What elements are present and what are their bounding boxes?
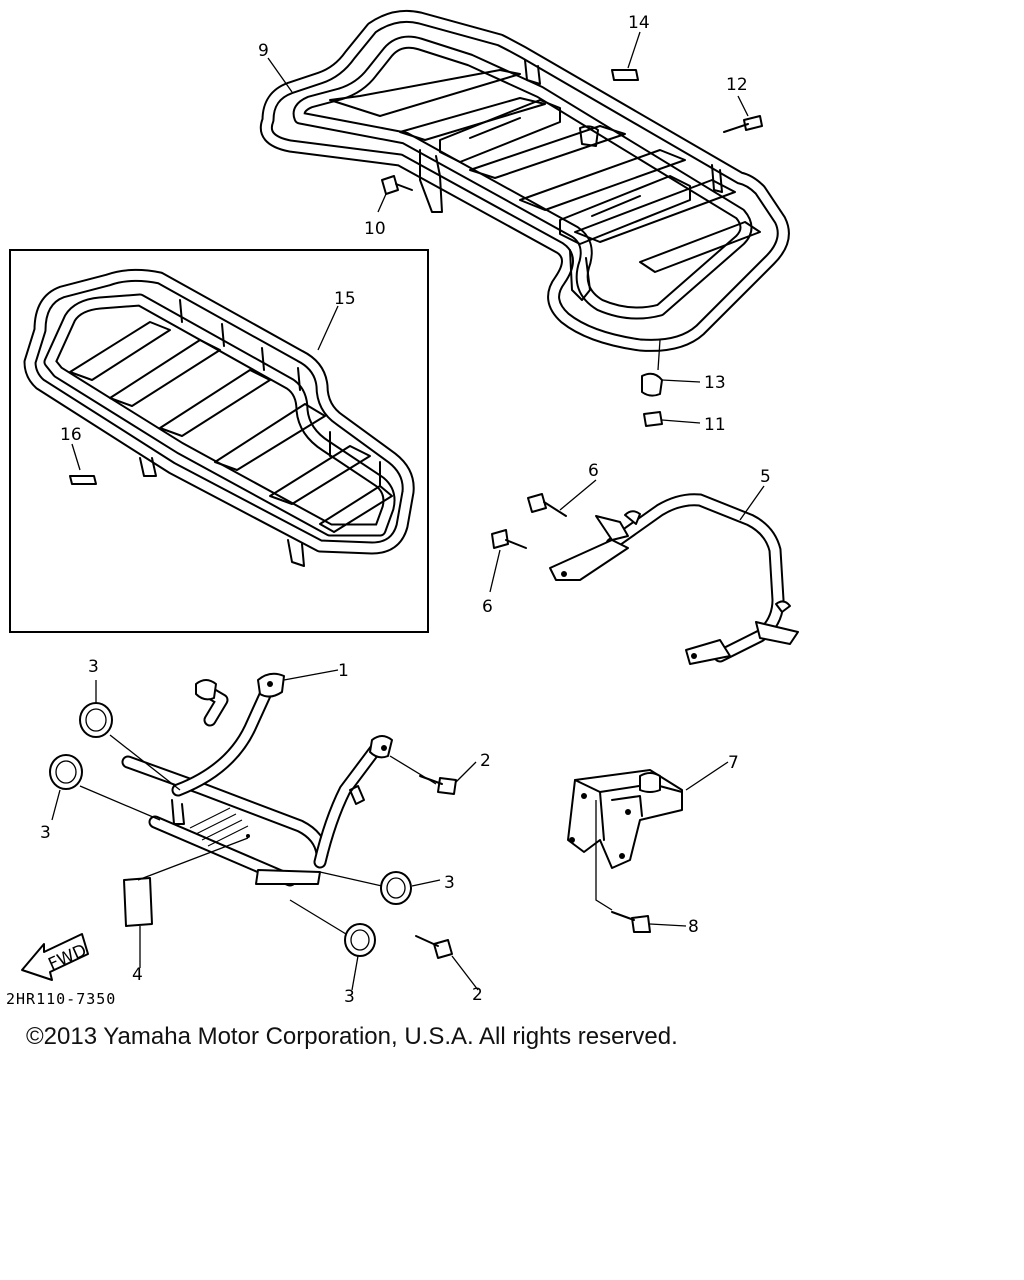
label-3-bottom: 3 — [344, 987, 355, 1007]
bracket-drawing — [549, 493, 799, 665]
label-3-right: 3 — [444, 873, 455, 893]
label-3-left: 3 — [40, 823, 51, 843]
label-6-upper: 6 — [588, 461, 599, 481]
label-13: 13 — [704, 373, 726, 393]
label-14: 14 — [628, 13, 650, 33]
label-2-upper: 2 — [480, 751, 491, 771]
label-12: 12 — [726, 75, 748, 95]
inset-box — [9, 249, 429, 633]
label-8: 8 — [688, 917, 699, 937]
label-2-lower: 2 — [472, 985, 483, 1005]
label-7: 7 — [728, 753, 739, 773]
fasteners — [49, 69, 763, 959]
diagram-code: 2HR110-7350 — [6, 990, 116, 1008]
label-5: 5 — [760, 467, 771, 487]
part-labels: 9 14 12 10 15 16 13 11 6 5 6 3 1 2 7 3 3… — [40, 13, 771, 1007]
label-16: 16 — [60, 425, 82, 445]
mount-bracket-drawing — [567, 769, 683, 869]
label-9: 9 — [258, 41, 269, 61]
label-15: 15 — [334, 289, 356, 309]
guard-drawing — [121, 672, 393, 887]
copyright-notice: ©2013 Yamaha Motor Corporation, U.S.A. A… — [26, 1023, 678, 1050]
label-4: 4 — [132, 965, 143, 985]
rear-carrier-drawing — [259, 9, 790, 352]
label-11: 11 — [704, 415, 726, 435]
label-10: 10 — [364, 219, 386, 239]
leader-lines — [51, 31, 765, 991]
label-6-lower: 6 — [482, 597, 493, 617]
label-3-top: 3 — [88, 657, 99, 677]
label-1: 1 — [338, 661, 349, 681]
alt-carrier-drawing — [23, 268, 415, 567]
